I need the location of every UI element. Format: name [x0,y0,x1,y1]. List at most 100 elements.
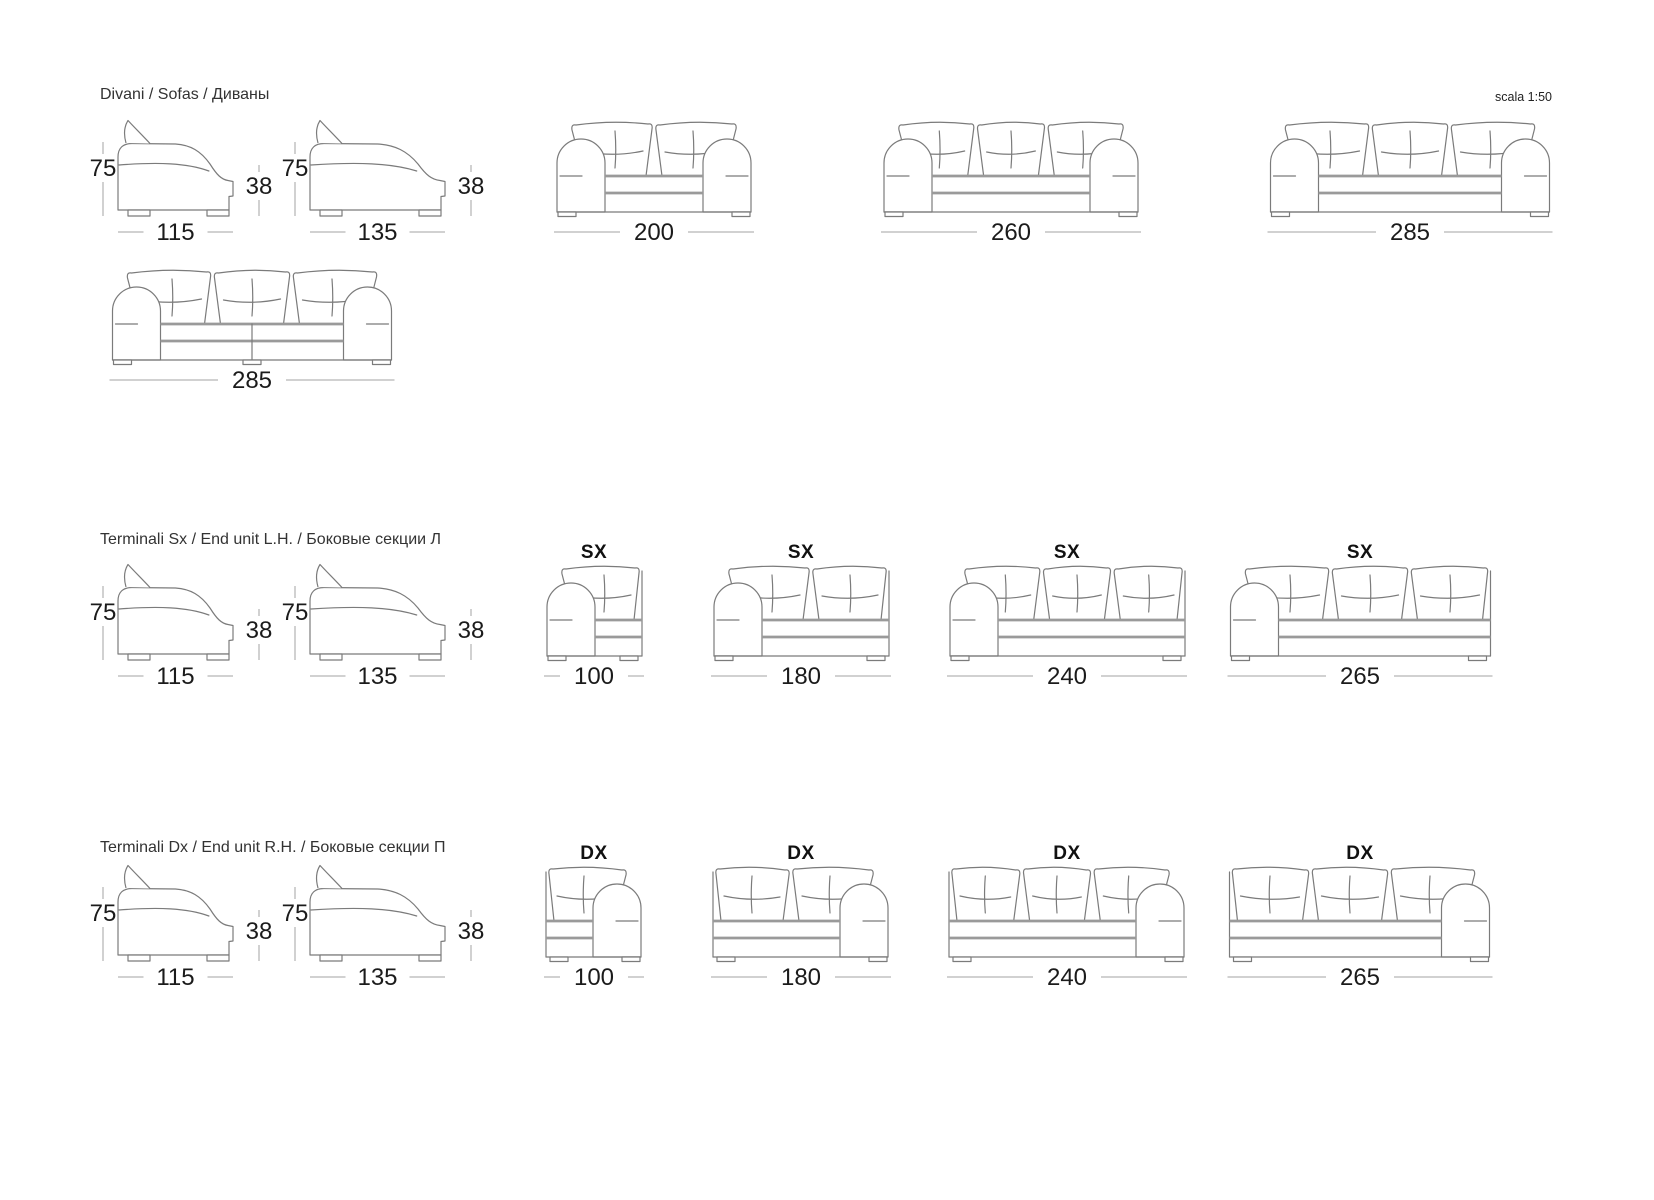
dim-seat-height-label: 38 [458,173,485,200]
cushion-tuft-line [1419,594,1481,599]
unit-orientation-label: DX [787,843,814,864]
side-back-line [310,907,418,917]
cushion-tuft-line [771,574,774,613]
cushion-tuft-line [1409,130,1412,169]
side-view-outline [117,887,234,956]
dim-width-label: 260 [991,219,1031,246]
dim-height-label: 75 [282,900,309,927]
dim-width-label: 180 [781,663,821,690]
side-back-line [118,606,210,616]
unit-orientation-label: SX [581,542,607,563]
foot [112,359,133,366]
dim-width-label: 135 [357,663,397,690]
cushion-tuft-line [1289,574,1292,613]
section-title-end-left: Terminali Sx / End unit L.H. / Боковые с… [100,531,442,548]
foot [319,653,343,661]
side-cushion-tip [124,864,151,889]
foot [1529,211,1550,218]
dim-seat-height-label: 38 [246,173,273,200]
cushion-tuft-line [1320,895,1380,900]
cushion-tuft-line [1010,130,1013,169]
cushion-tuft-line [849,574,852,613]
dim-seat-height-label: 38 [458,918,485,945]
side-view-outline [309,887,446,956]
figure-sofa-200: 200 [554,121,754,246]
dim-height-label: 75 [90,900,117,927]
dim-width-label: 135 [357,219,397,246]
cushion-tuft-line [1052,594,1102,599]
cushion-tuft-line [1076,574,1079,613]
side-back-line [118,162,210,172]
cushion-tuft-line [1489,130,1492,169]
section-title-end-right: Terminali Dx / End unit R.H. / Боковые с… [100,839,446,856]
cushion-tuft-line [251,278,254,317]
foot [884,211,904,218]
cushion-tuft-line [983,875,986,914]
figure-end-dx-side-135: 75 38 135 [282,864,485,991]
cushion-tuft-line [692,130,695,169]
figure-end-dx-side-115: 75 38 115 [90,864,272,991]
foot [866,655,886,662]
foot [1467,655,1488,662]
side-cushion-tip [316,563,343,588]
cushion-tuft-line [723,895,781,900]
foot [731,211,751,218]
back-cushion [1371,121,1449,177]
unit-orientation-label: DX [1053,843,1080,864]
figure-end-sx-side-135: 75 38 135 [282,563,485,690]
cushion-tuft-line [1340,594,1400,599]
cushion-tuft-line [1428,875,1431,914]
dim-width-label: 265 [1340,663,1380,690]
foot [418,653,442,661]
cushion-tuft-line [1329,130,1332,169]
foot [619,655,639,662]
foot [868,956,888,963]
dim-height-label: 75 [282,155,309,182]
cushion-tuft-line [1004,574,1007,613]
dim-width-label: 180 [781,964,821,991]
back-cushion [976,121,1046,177]
dim-width-label: 200 [634,219,674,246]
side-view-outline [117,586,234,655]
side-view-outline [117,142,234,211]
dim-width-label: 115 [156,663,194,690]
foot [418,954,442,962]
unit-orientation-label: DX [1346,843,1373,864]
dim-width-label: 265 [1340,964,1380,991]
side-cushion-tip [124,563,151,588]
foot [319,209,343,217]
side-back-line [310,606,418,616]
foot [1270,211,1291,218]
dim-width-label: 100 [574,964,614,991]
foot [1230,655,1251,662]
cushion-tuft-line [1239,895,1301,900]
side-back-line [118,907,210,917]
foot [127,653,151,661]
back-cushion [1113,565,1183,621]
foot [1162,655,1182,662]
cushion-tuft-line [171,278,174,317]
cushion-tuft-line [986,150,1036,155]
foot [206,653,230,661]
dim-seat-height-label: 38 [458,617,485,644]
foot [206,209,230,217]
cushion-tuft-line [1082,130,1085,169]
unit-orientation-label: SX [1054,542,1080,563]
cushion-tuft-line [1348,875,1351,914]
foot [621,956,641,963]
back-cushion [1331,565,1409,621]
back-cushion [1042,565,1112,621]
back-cushion [1311,866,1389,922]
cushion-tuft-line [1122,594,1175,599]
back-cushion [715,866,790,922]
figure-sofa-260: 260 [881,121,1141,246]
cushion-tuft-line [938,130,941,169]
foot [714,655,734,662]
